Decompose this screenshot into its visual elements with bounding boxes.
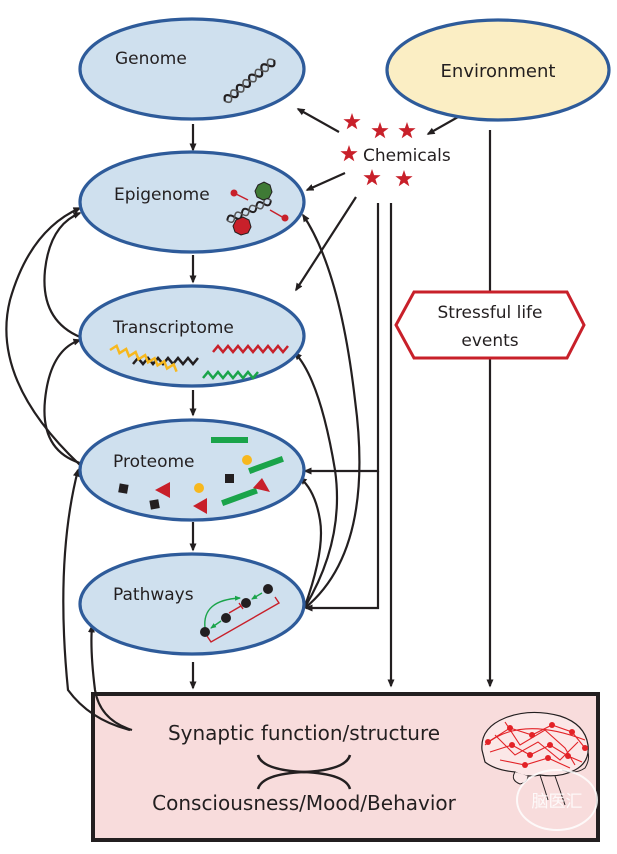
star-icon <box>395 170 413 187</box>
proteins-icon <box>118 437 284 514</box>
star-icon <box>363 169 381 186</box>
proteome-label: Proteome <box>113 452 195 472</box>
left-feedback-arrows <box>5 206 133 732</box>
chemicals-label: Chemicals <box>363 146 451 166</box>
chemicals-paths <box>295 108 494 688</box>
epigenome-node: Epigenome <box>78 150 306 254</box>
stress-label-line1: Stressful life <box>437 303 542 323</box>
star-icon <box>398 122 416 139</box>
chemicals-cluster: Chemicals <box>340 113 451 187</box>
pathways-node: Pathways <box>78 552 306 656</box>
outcome-box: Synaptic function/structure Consciousnes… <box>91 692 600 842</box>
genome-node: Genome <box>78 17 306 121</box>
epigenome-label: Epigenome <box>114 185 210 205</box>
watermark-logo: 脑医汇 <box>516 769 598 831</box>
transcriptome-label: Transcriptome <box>112 318 234 338</box>
signaling-pathway-icon <box>200 584 280 643</box>
chromatin-icon <box>226 181 289 236</box>
synaptic-function-label: Synaptic function/structure <box>168 721 440 745</box>
environment-label: Environment <box>441 61 556 82</box>
consciousness-label: Consciousness/Mood/Behavior <box>152 791 456 815</box>
genome-label: Genome <box>115 49 187 69</box>
star-icon <box>340 145 358 162</box>
stress-label-line2: events <box>461 331 518 351</box>
right-feedback-arrows <box>293 213 361 609</box>
rna-strands-icon <box>109 343 289 380</box>
star-icon <box>343 113 361 130</box>
dna-helix-icon <box>223 58 276 104</box>
pathways-label: Pathways <box>113 585 194 605</box>
bidirectional-link-icon <box>256 754 352 790</box>
transcriptome-node: Transcriptome <box>78 284 306 388</box>
star-icon <box>371 122 389 139</box>
environment-node: Environment <box>385 18 611 122</box>
watermark-text: 脑医汇 <box>532 792 583 812</box>
proteome-node: Proteome <box>78 418 306 522</box>
stressful-life-events-box: Stressful life events <box>394 290 586 360</box>
